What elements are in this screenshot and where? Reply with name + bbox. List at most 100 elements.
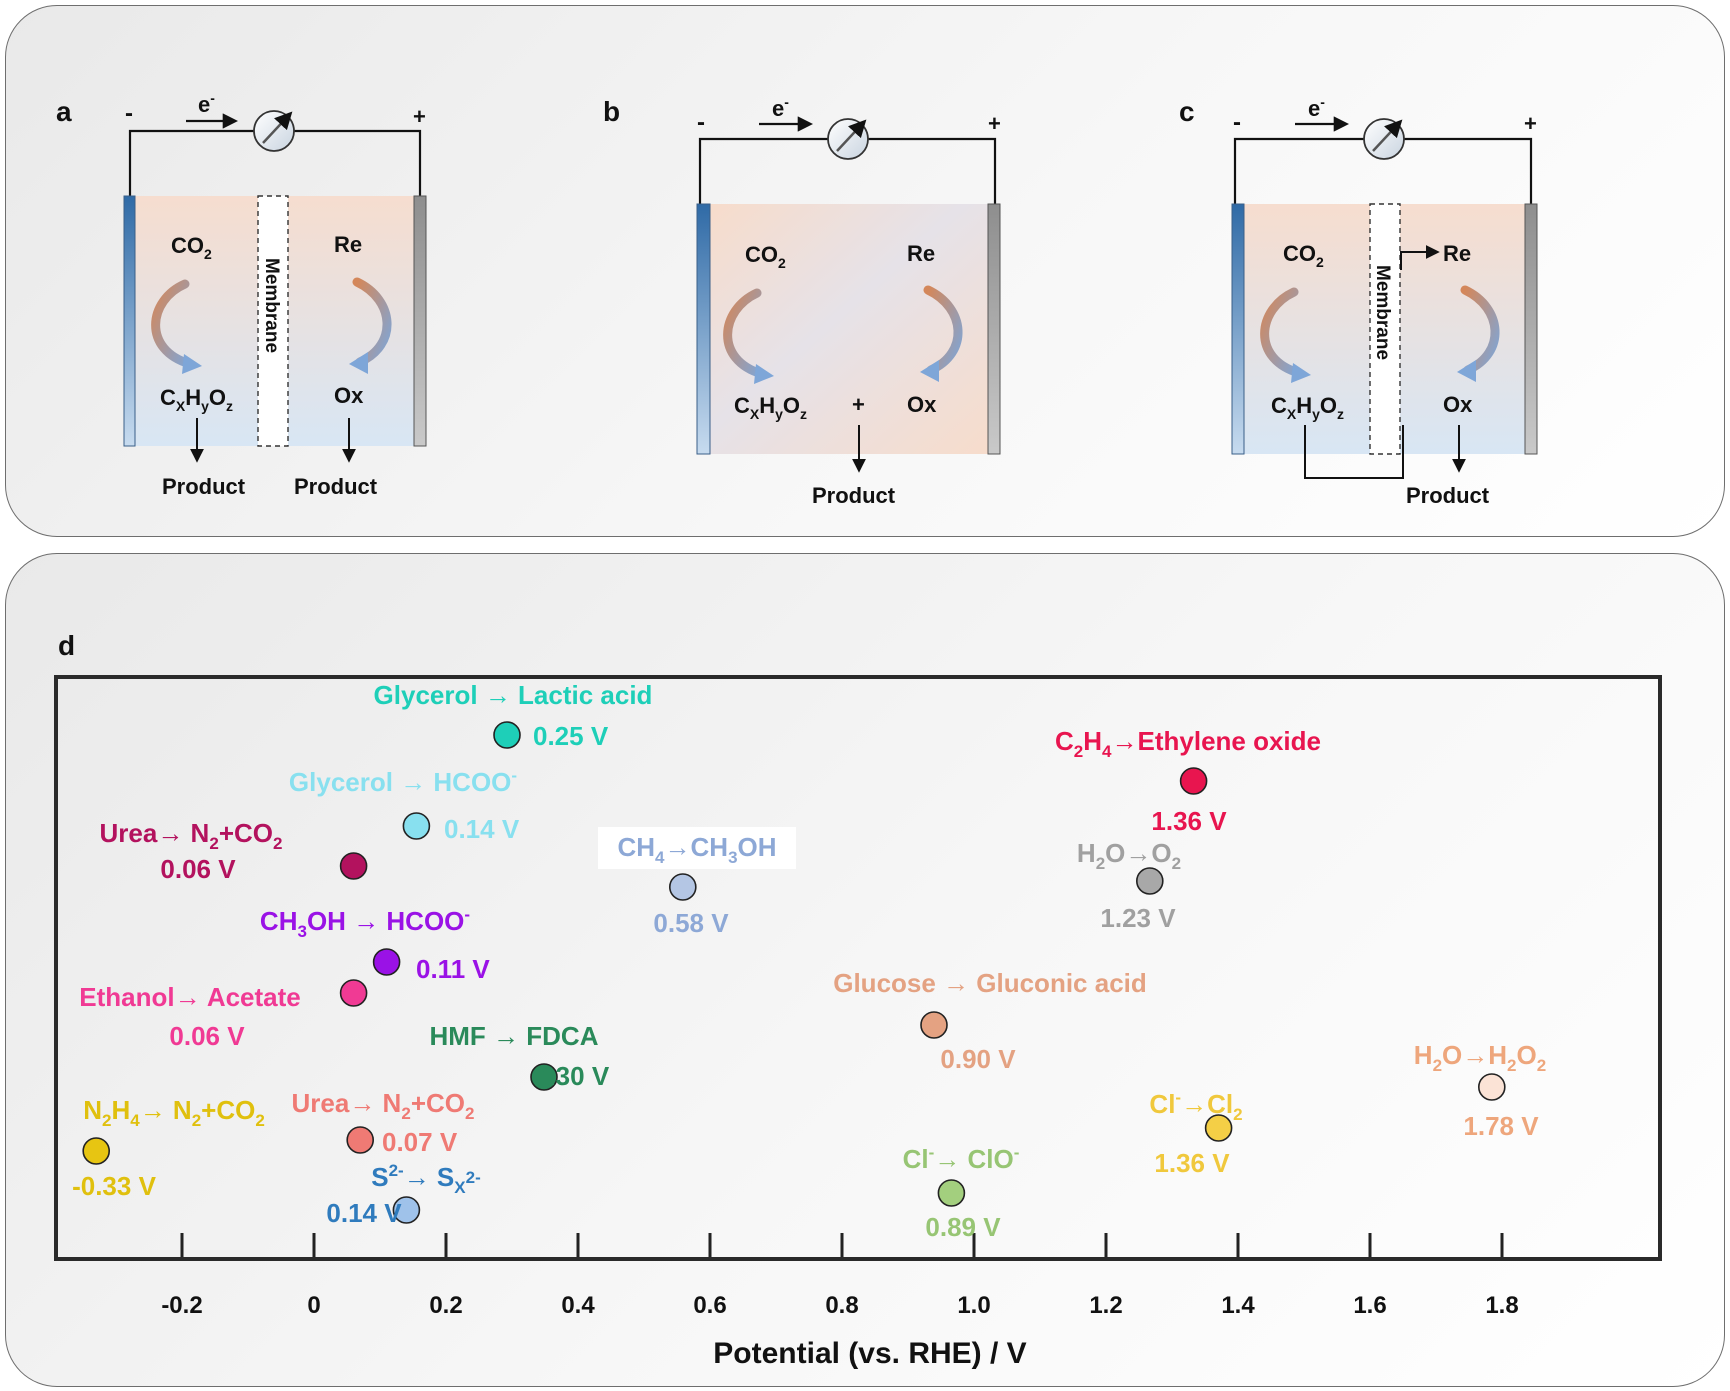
membrane-label: Membrane	[261, 258, 282, 353]
oxidation-cycle-arrow-icon	[923, 285, 963, 375]
electron-label: e-	[1308, 94, 1325, 121]
panel-a: a e- - + Membrane CO2 Re CXHyOz Ox Produ…	[56, 90, 427, 499]
x-tick-label: 0.8	[825, 1292, 858, 1319]
x-tick-label: 1.4	[1221, 1292, 1255, 1319]
potential-value-label: 0.58 V	[653, 908, 729, 938]
ammeter-needle-icon	[1372, 119, 1403, 152]
reaction-label: Glycerol → HCOO-	[289, 766, 517, 797]
crossover-line	[1304, 425, 1404, 479]
cathode-terminal-label: -	[125, 100, 133, 127]
panel-b: b e- - + CO2 Re CXHyOz + Ox Product	[603, 94, 1001, 508]
data-point-group: N2H4→ N2+CO2-0.33 V	[72, 1095, 265, 1201]
plot-frame	[54, 675, 1662, 1261]
oxidation-cycle-arrowhead-icon	[920, 360, 939, 382]
reaction-label: Glucose → Gluconic acid	[833, 968, 1147, 998]
potential-value-label: 0.90 V	[940, 1044, 1016, 1074]
potential-chart-panel	[5, 553, 1725, 1387]
electron-label: e-	[772, 94, 789, 121]
product-label: Product	[812, 483, 896, 508]
reduction-cycle-arrowhead-icon	[182, 354, 202, 374]
data-point-group: Cl-→Cl2 1.36 V	[1149, 1088, 1242, 1178]
x-tick-label: 1.6	[1353, 1292, 1386, 1319]
potential-value-label: 0.07 V	[382, 1127, 458, 1157]
potential-value-label: 0.14 V	[444, 814, 520, 844]
reactant-label: Re	[907, 241, 935, 266]
membrane	[257, 195, 289, 447]
reaction-label: HMF → FDCA	[430, 1021, 599, 1051]
potential-value-label: 1.36 V	[1154, 1148, 1230, 1178]
data-point-marker	[668, 873, 697, 901]
data-point-marker	[1179, 767, 1208, 795]
reduction-product-label: CXHyOz	[1271, 393, 1344, 422]
cathode-terminal-label: -	[697, 109, 705, 136]
anode-terminal-label: +	[988, 111, 1001, 136]
data-point-marker	[1204, 1114, 1233, 1142]
ammeter-needle-icon	[262, 111, 293, 144]
oxidation-product-label: Ox	[334, 383, 364, 408]
oxidation-cycle-arrow-icon	[1460, 285, 1500, 375]
cathode-electrode	[123, 195, 136, 447]
co2-label: CO2	[1283, 241, 1324, 270]
oxidation-product-label: Ox	[907, 392, 937, 417]
cathode-electrode	[696, 203, 711, 455]
data-point-group: Glucose → Gluconic acid 0.90 V	[833, 968, 1147, 1074]
reaction-label: Cl-→Cl2	[1149, 1088, 1242, 1124]
reaction-label: H2O→O2	[1077, 838, 1181, 873]
data-point-group: Urea→ N2+CO2 0.07 V	[292, 1088, 475, 1157]
plus-sign: +	[852, 392, 865, 417]
x-tick-label: 1.0	[957, 1292, 990, 1319]
oxidation-cycle-arrow-icon	[352, 277, 392, 367]
reaction-label: N2H4→ N2+CO2	[83, 1095, 265, 1130]
potential-value-label: 0.14 V	[326, 1198, 402, 1228]
x-axis-label: Potential (vs. RHE) / V	[713, 1337, 1026, 1370]
data-point-marker	[339, 852, 368, 880]
co2-label: CO2	[745, 242, 786, 271]
co2-label: CO2	[171, 233, 212, 262]
x-tick-label: -0.2	[161, 1292, 202, 1319]
reaction-label: Glycerol → Lactic acid	[374, 680, 653, 710]
reduction-cycle-arrow-icon	[1260, 287, 1304, 378]
data-point-marker	[82, 1137, 110, 1165]
oxidation-cycle-arrowhead-icon	[349, 352, 368, 374]
reduction-cycle-arrow-icon	[723, 288, 767, 379]
reaction-label: CH3OH → HCOO-	[260, 905, 470, 941]
data-point-marker	[493, 721, 521, 749]
ammeter-needle-icon	[836, 119, 867, 152]
x-tick-label: 0.4	[561, 1292, 595, 1319]
data-point-group: H2O→O2 1.23 V	[1077, 838, 1181, 933]
x-tick-label: 0	[307, 1292, 320, 1319]
data-point-group: CH3OH → HCOO- 0.11 V	[260, 905, 490, 984]
membrane-label: Membrane	[1372, 265, 1393, 360]
cathode-electrode	[1231, 203, 1245, 455]
anode-electrode	[413, 195, 427, 447]
data-point-marker	[530, 1063, 558, 1091]
reduction-cycle-arrowhead-icon	[754, 364, 774, 384]
reduction-cycle-arrowhead-icon	[1291, 363, 1311, 383]
reduction-cycle-arrow-icon	[151, 279, 195, 369]
data-point-marker	[1136, 867, 1164, 895]
panel-d-letter: d	[58, 630, 75, 661]
data-point-marker	[402, 812, 431, 840]
panel-c: c e- - + Membrane CO2 Re CXHyOz Ox Produ…	[1179, 94, 1538, 508]
reaction-label: CH4→CH3OH	[617, 832, 776, 867]
x-tick-label: 1.8	[1485, 1292, 1518, 1319]
panel-b-letter: b	[603, 96, 620, 127]
cathode-terminal-label: -	[1233, 109, 1241, 136]
data-point-group: S2-→ SX2-0.14 V	[326, 1161, 480, 1228]
potential-value-label: 0.06 V	[160, 854, 236, 884]
reaction-label: Urea→ N2+CO2	[100, 818, 283, 853]
potential-value-label: 1.23 V	[1100, 903, 1176, 933]
anode-terminal-label: +	[1524, 111, 1537, 136]
potential-value-label: 0.11 V	[416, 954, 490, 984]
data-point-marker	[339, 979, 368, 1007]
potential-value-label: 0.06 V	[169, 1021, 245, 1051]
reaction-label: Urea→ N2+CO2	[292, 1088, 475, 1123]
